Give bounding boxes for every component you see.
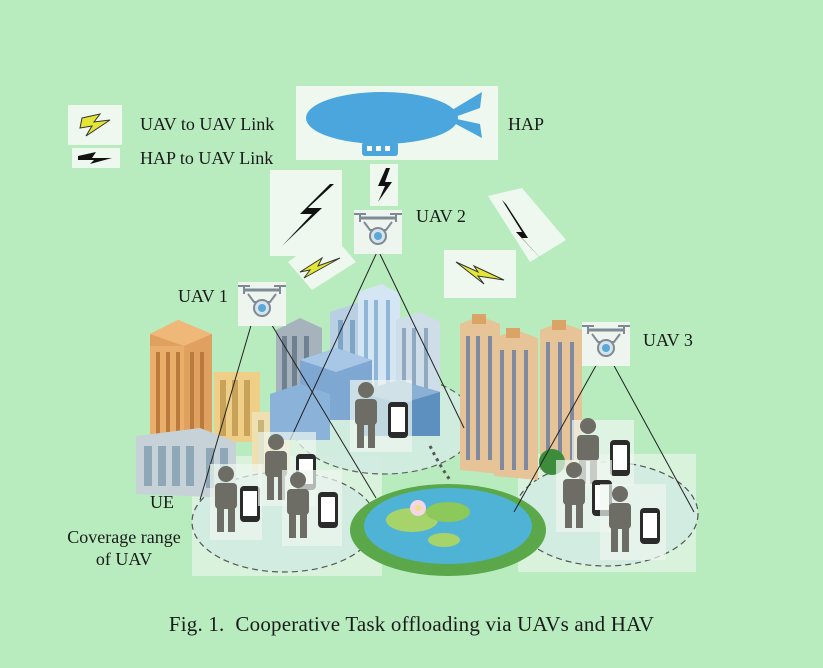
hap-label: HAP	[508, 114, 545, 134]
hap-link-bolt-right-icon	[488, 188, 566, 262]
uav3-label: UAV 3	[643, 330, 693, 350]
uav2-label: UAV 2	[416, 206, 466, 226]
caption-text: Cooperative Task offloading via UAVs and…	[235, 612, 655, 636]
hap-link-bolt-top-icon	[370, 164, 398, 206]
uav1-label: UAV 1	[178, 286, 228, 306]
pond	[350, 445, 546, 576]
building-tower-orange	[150, 320, 212, 442]
uav-beam-lines	[199, 249, 695, 513]
caption-prefix: Fig. 1.	[168, 612, 225, 636]
legend-hap-link-icon	[72, 148, 120, 168]
ue-label: UE	[150, 492, 174, 512]
uav3-drone-icon	[580, 320, 632, 368]
coverage-range-label-line2: of UAV	[95, 549, 153, 569]
uav2-drone-icon	[352, 208, 404, 256]
ue-user-group-left	[210, 432, 342, 546]
legend-uav-link-icon	[68, 105, 122, 145]
coverage-range-label: Coverage range of UAV	[58, 526, 190, 570]
ue-user-group-center	[350, 380, 412, 452]
figure-caption: Fig. 1. Cooperative Task offloading via …	[0, 612, 823, 637]
ue-user-group-right	[556, 418, 666, 560]
legend-uav-link-label: UAV to UAV Link	[140, 114, 275, 134]
coverage-range-label-line1: Coverage range	[67, 527, 181, 547]
legend-hap-link-label: HAP to UAV Link	[140, 148, 274, 168]
uav-link-bolt-left-icon	[288, 232, 356, 290]
uav-link-bolt-right-icon	[444, 250, 516, 298]
uav1-drone-icon	[236, 280, 288, 328]
hap-airship-icon	[296, 86, 498, 160]
building-cluster-right	[460, 314, 582, 480]
